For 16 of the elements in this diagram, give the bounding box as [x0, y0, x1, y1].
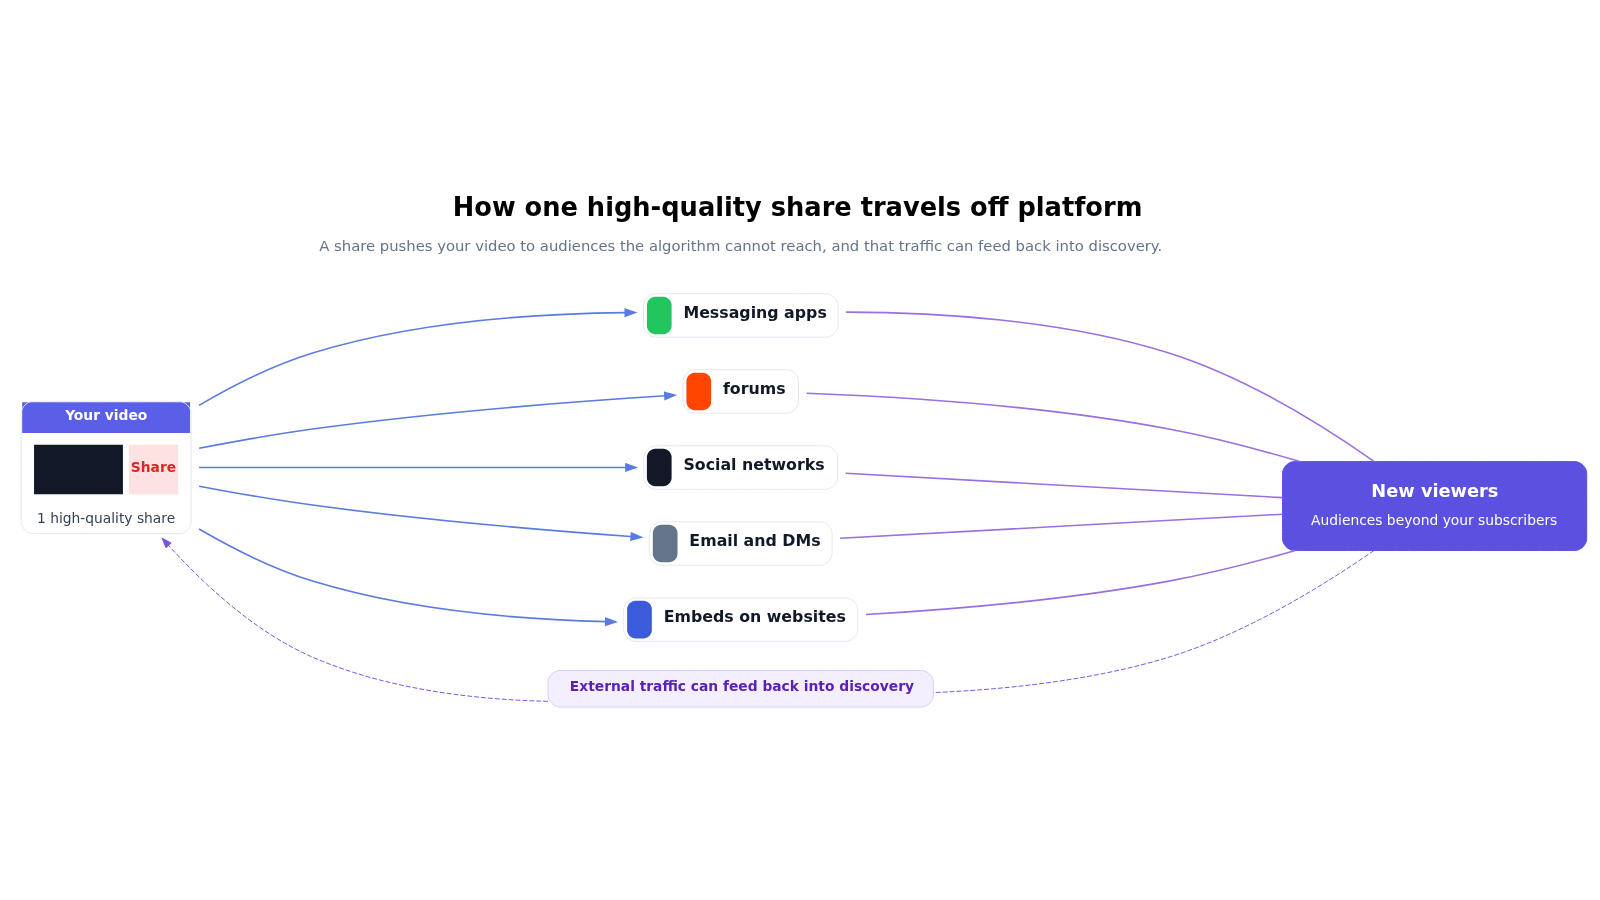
arrow	[198, 308, 638, 407]
label: A share pushes your video to audiences the algorithm cannot reach, and that traffic can feed back into discovery.	[319, 236, 1163, 254]
node-box: External traffic can feed back into discovery	[547, 670, 934, 708]
arrow	[198, 528, 619, 627]
diagram-title: How one high-quality share travels off platform	[452, 192, 1143, 223]
connector	[933, 550, 1375, 694]
arrow	[198, 485, 644, 542]
connector	[865, 549, 1297, 616]
connector	[805, 392, 1301, 463]
arrow	[161, 537, 549, 702]
arrow	[198, 462, 639, 473]
connector	[845, 311, 1376, 463]
connector	[839, 513, 1284, 540]
arrow	[198, 391, 678, 450]
node-box: New viewers Audiences beyond your subscribers	[1282, 461, 1588, 551]
connector	[844, 472, 1284, 499]
